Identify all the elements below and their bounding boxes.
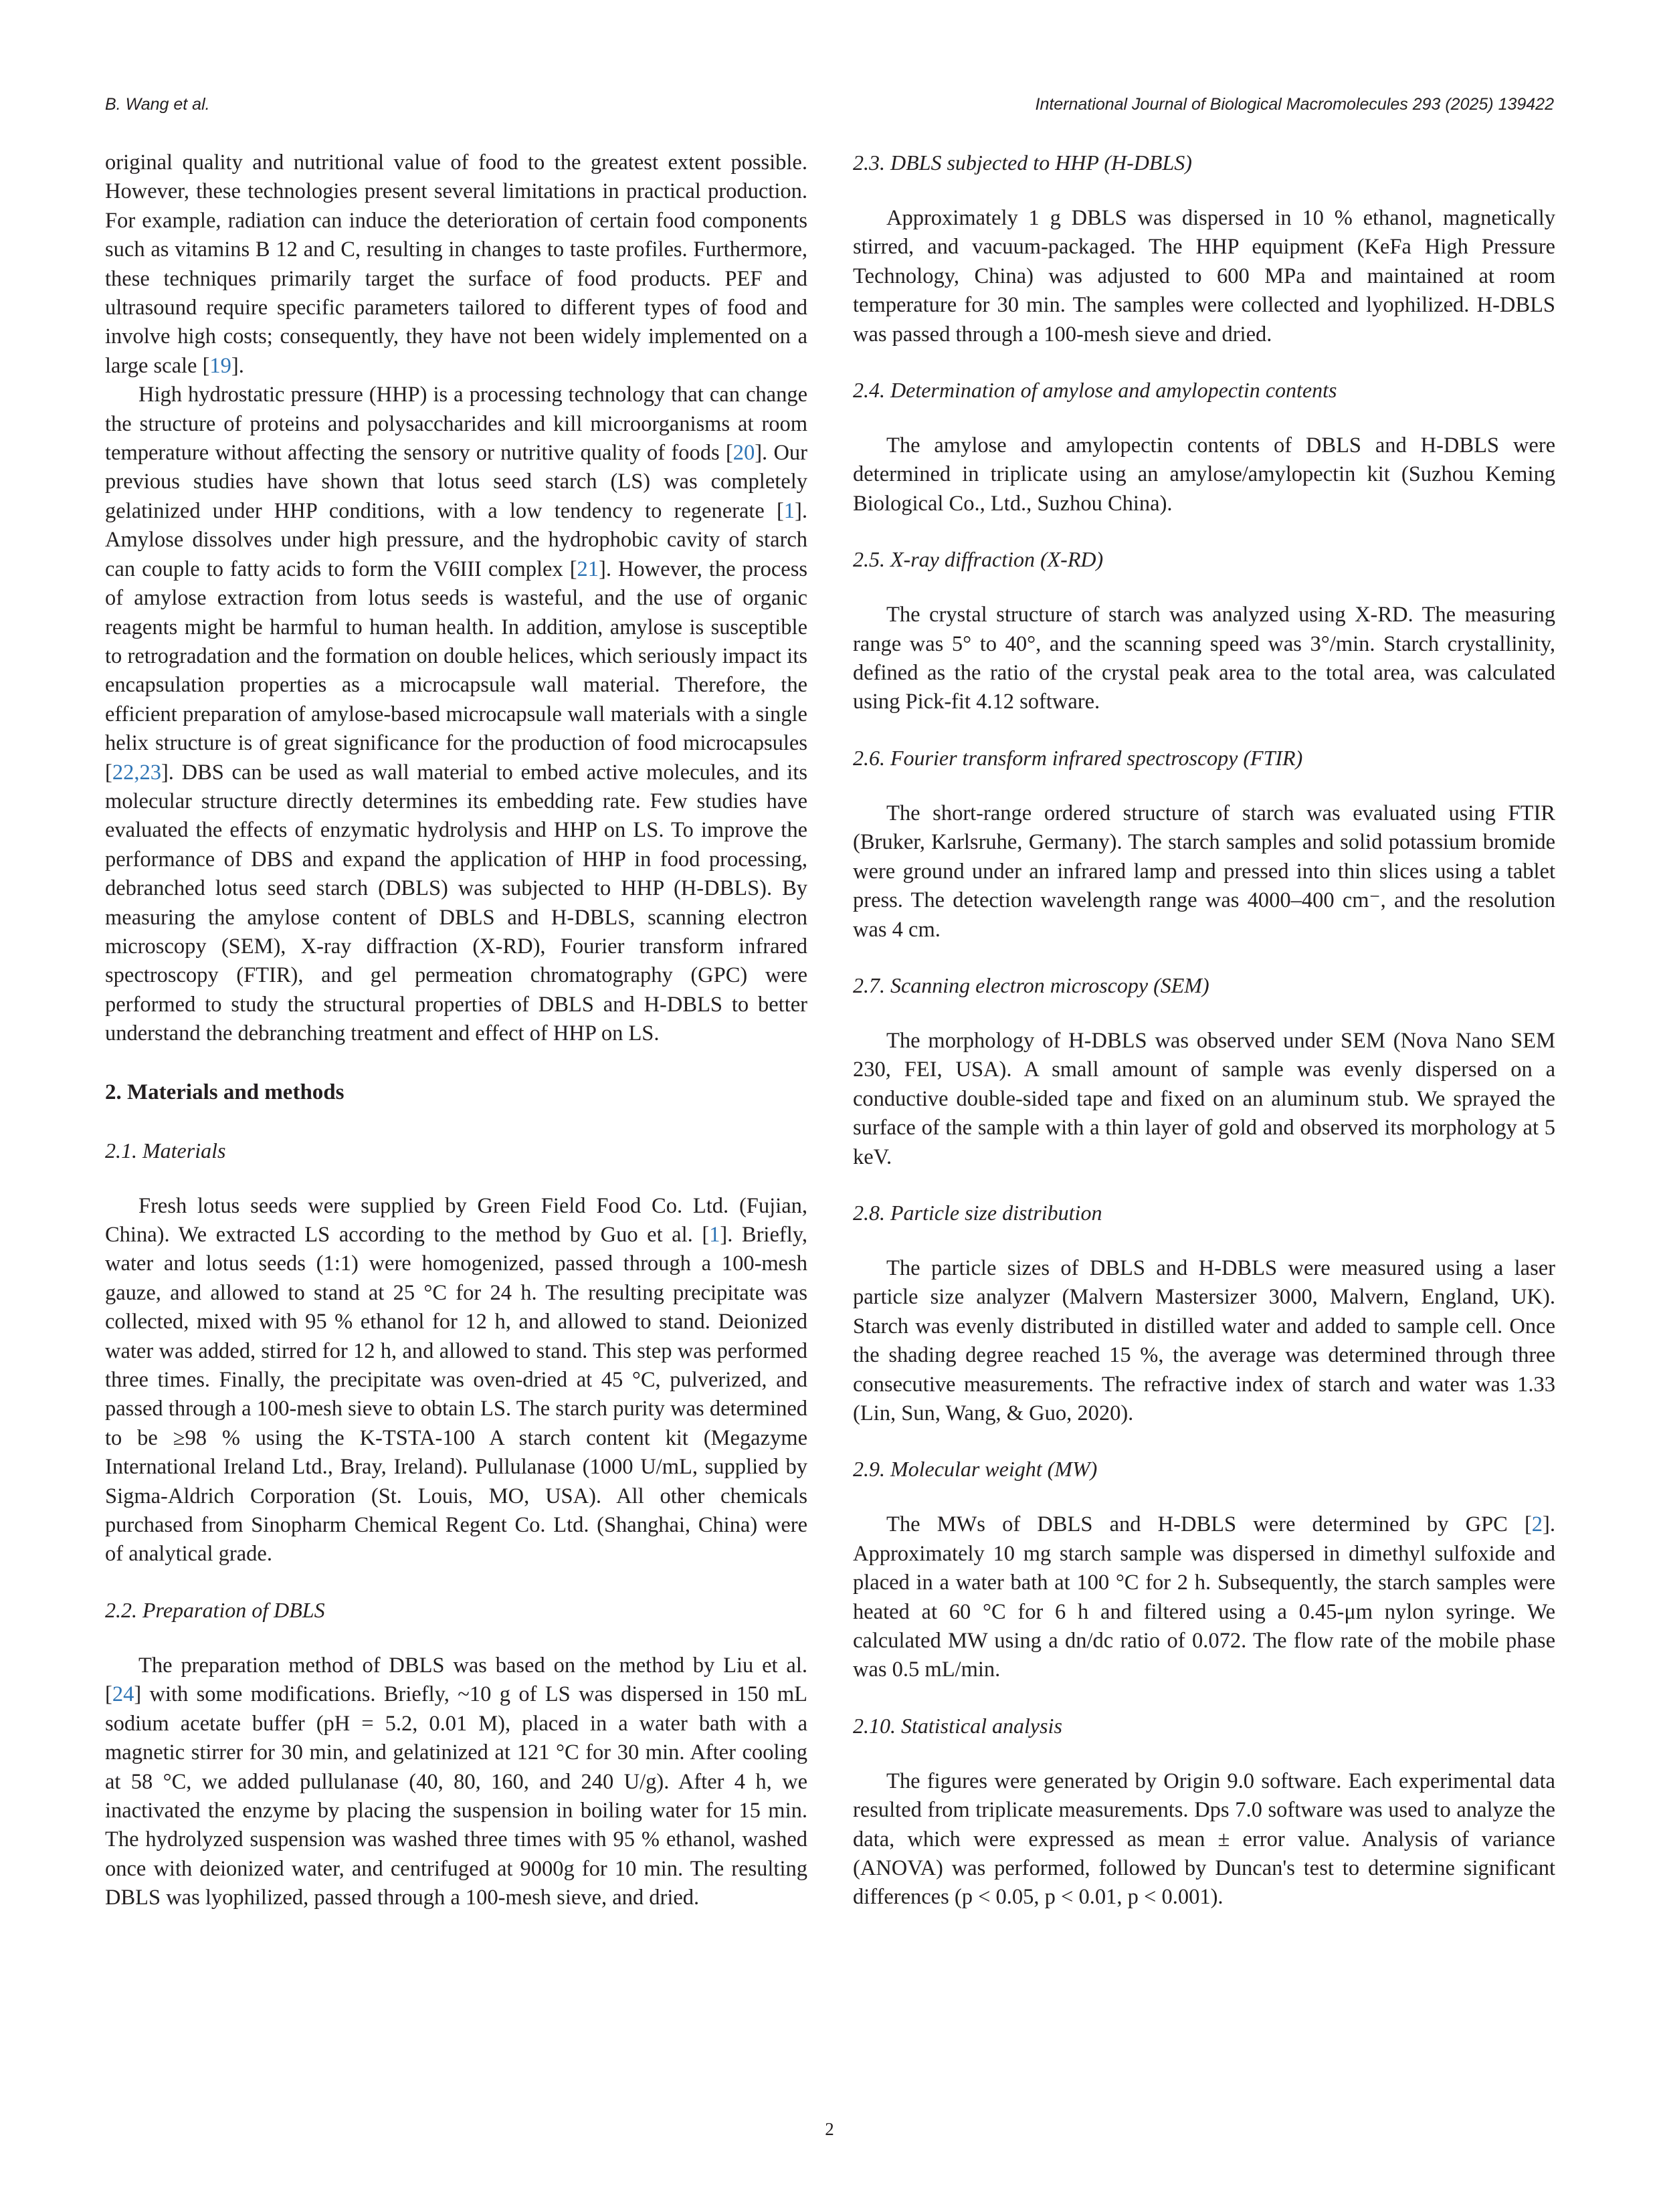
subsection-heading-amylose: 2.4. Determination of amylose and amylop… [853,378,1337,403]
citation-link[interactable]: 2 [1531,1512,1543,1537]
paragraph-xrd: The crystal structure of starch was anal… [853,603,1555,714]
subsection-heading-statistics: 2.10. Statistical analysis [853,1713,1062,1738]
citation-link[interactable]: 20 [733,441,755,466]
right-column: 2.3. DBLS subjected to HHP (H-DBLS) Appr… [853,148,1555,1912]
paragraph-ftir: The short-range ordered structure of sta… [853,801,1555,942]
paragraph-preparation-dbls: The preparation method of DBLS was based… [105,1653,807,1910]
header-journal: International Journal of Biological Macr… [1035,95,1554,114]
citation-link[interactable]: 21 [577,557,599,581]
running-head: B. Wang et al. International Journal of … [105,95,1554,114]
subsection-heading-h-dbls: 2.3. DBLS subjected to HHP (H-DBLS) [853,150,1192,175]
citation-link[interactable]: 22,23 [112,760,161,785]
paragraph-amylose: The amylose and amylopectin contents of … [853,433,1555,516]
paragraph-statistics: The figures were generated by Origin 9.0… [853,1769,1555,1910]
paragraph-materials: Fresh lotus seeds were supplied by Green… [105,1193,807,1567]
paragraph-intro-continued: original quality and nutritional value o… [105,150,807,378]
section-heading-materials-methods: 2. Materials and methods [105,1080,345,1104]
subsection-heading-materials: 2.1. Materials [105,1138,226,1163]
citation-link[interactable]: 19 [209,353,231,378]
header-authors: B. Wang et al. [105,95,210,114]
subsection-heading-sem: 2.7. Scanning electron microscopy (SEM) [853,973,1209,997]
left-column: original quality and nutritional value o… [105,148,807,1913]
paragraph-sem: The morphology of H-DBLS was observed un… [853,1028,1555,1169]
subsection-heading-mw: 2.9. Molecular weight (MW) [853,1457,1098,1482]
citation-link[interactable]: 1 [783,498,795,523]
paragraph-hhp: High hydrostatic pressure (HHP) is a pro… [105,383,808,1046]
subsection-heading-particle-size: 2.8. Particle size distribution [853,1200,1102,1225]
paragraph-particle-size: The particle sizes of DBLS and H-DBLS we… [853,1255,1555,1425]
paragraph-h-dbls: Approximately 1 g DBLS was dispersed in … [853,206,1555,346]
page-number: 2 [825,2119,834,2139]
paragraph-mw: The MWs of DBLS and H-DBLS were determin… [853,1512,1555,1682]
citation-link[interactable]: 24 [112,1682,134,1707]
citation-link[interactable]: 1 [709,1223,720,1247]
subsection-heading-preparation-dbls: 2.2. Preparation of DBLS [105,1597,325,1622]
subsection-heading-xrd: 2.5. X-ray diffraction (X-RD) [853,547,1104,572]
subsection-heading-ftir: 2.6. Fourier transform infrared spectros… [853,745,1303,770]
